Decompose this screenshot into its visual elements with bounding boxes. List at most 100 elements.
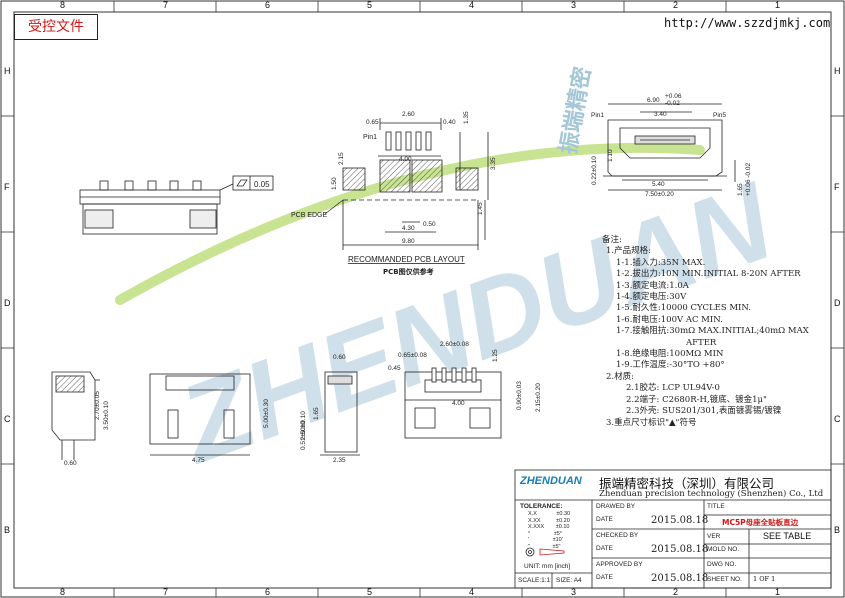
svg-text:7.50±0.20: 7.50±0.20 — [645, 191, 674, 198]
pcb-layout — [342, 118, 489, 250]
front-view — [603, 103, 736, 191]
svg-text:0.65±0.08: 0.65±0.08 — [398, 352, 427, 359]
svg-text:4.00: 4.00 — [399, 156, 412, 163]
svg-text:2.60±0.08: 2.60±0.08 — [440, 341, 469, 348]
front-view-dims: 6.90+0.06-0.02 3.40 Pin1 Pin5 0.22±0.10 … — [591, 93, 752, 198]
flatness-value: 0.05 — [254, 180, 270, 189]
svg-text:+0.06 -0.02: +0.06 -0.02 — [745, 163, 752, 196]
svg-text:0.40: 0.40 — [443, 119, 456, 126]
side-view-bottom — [51, 371, 100, 460]
svg-text:0.60: 0.60 — [64, 460, 77, 467]
ver-label: VER — [707, 533, 721, 540]
tolerance-table: X.X ±0.30 X.XX ±0.20 X.XXX ±0.10 ° ±5° '… — [528, 511, 571, 550]
title-label: TITLE — [707, 503, 725, 510]
side-profile-dims: 0.60 2.50±0.10 0.51±0.10 1.65 2.35 — [300, 354, 346, 464]
svg-text:2.70±0.05: 2.70±0.05 — [94, 391, 101, 420]
pcb-layout-note: PCB图仅供参考 — [383, 267, 434, 276]
projection-symbol — [525, 547, 565, 557]
inner-border — [13, 11, 832, 589]
svg-text:2.15±0.20: 2.15±0.20 — [535, 383, 542, 412]
bottom-view-dims: 2.60±0.08 0.65±0.08 1.25 0.45 4.00 0.90±… — [388, 341, 542, 412]
svg-text:Pin1: Pin1 — [591, 112, 604, 119]
svg-text:4.00: 4.00 — [452, 400, 465, 407]
scale-label: SCALE:1:1 — [518, 577, 551, 584]
pcb-layout-title: RECOMMANDED PCB LAYOUT — [348, 255, 465, 264]
svg-text:0.22±0.10: 0.22±0.10 — [591, 156, 598, 185]
company-logo: ZHENDUAN — [520, 475, 582, 487]
approved-date-label: DATE — [596, 574, 613, 581]
column-labels-top: 8 7 6 5 4 3 2 1 — [60, 0, 781, 10]
company-name-cn: 振端精密科技（深圳）有限公司 — [599, 476, 775, 491]
svg-text:1.50: 1.50 — [331, 177, 338, 190]
website-url[interactable]: http://www.szzdjmkj.com — [664, 16, 831, 30]
svg-text:1.65: 1.65 — [313, 407, 320, 420]
svg-text:Pin5: Pin5 — [713, 112, 726, 119]
drawing-title: MC5P母座全贴板直边 — [722, 518, 799, 527]
drawn-date-label: DATE — [596, 516, 613, 523]
size-label: SIZE: A4 — [556, 577, 582, 584]
row-labels-right: H F D C B — [834, 66, 841, 535]
mold-label: MOLD NO. — [707, 546, 740, 553]
dwg-no-label: DWG NO. — [707, 561, 737, 568]
unit-label: UNIT: mm [inch] — [524, 563, 571, 570]
title-block-grid — [514, 469, 832, 589]
svg-text:0.45: 0.45 — [388, 365, 401, 372]
svg-text:3.35: 3.35 — [490, 157, 497, 170]
sheet-no-label: SHEET NO. — [707, 576, 742, 583]
checked-date-label: DATE — [596, 545, 613, 552]
approved-date: 2015.08.18 — [651, 573, 709, 584]
svg-text:4.30: 4.30 — [402, 225, 415, 232]
svg-text:6.90: 6.90 — [647, 97, 660, 104]
column-labels-bottom: 8 7 6 5 4 3 2 1 — [60, 587, 781, 597]
svg-text:4.75: 4.75 — [192, 457, 205, 464]
svg-text:0.50: 0.50 — [423, 221, 436, 228]
notes-title: 备注: — [602, 235, 622, 245]
svg-text:2.35: 2.35 — [333, 457, 346, 464]
svg-text:0.65: 0.65 — [366, 119, 379, 126]
watermark-cn: 振端精密 — [555, 65, 596, 156]
side-profile — [320, 371, 360, 456]
drawn-by-label: DRAWED BY — [596, 503, 636, 510]
mold-no: SEE TABLE — [763, 531, 812, 541]
checked-by-label: CHECKED BY — [596, 532, 639, 539]
svg-text:-0.02: -0.02 — [665, 100, 680, 107]
sheet-no: 1 OF 1 — [753, 575, 776, 583]
flatness-callout — [219, 175, 274, 191]
pcb-layout-dims: 2.60 0.65 0.40 1.35 4.00 1.50 2.15 3.35 … — [331, 111, 497, 245]
svg-text:+0.06: +0.06 — [665, 93, 682, 100]
svg-text:9.80: 9.80 — [402, 238, 415, 245]
bottom-view — [404, 367, 502, 439]
pin1-label-layout: Pin1 — [363, 134, 377, 141]
svg-text:0.60: 0.60 — [333, 354, 346, 361]
svg-text:5.00±0.30: 5.00±0.30 — [263, 399, 270, 428]
svg-text:1.45: 1.45 — [477, 202, 484, 215]
svg-text:1.65: 1.65 — [737, 183, 744, 196]
tolerance-label: TOLERANCE: — [520, 503, 563, 510]
side-view-top — [79, 180, 221, 235]
spec-notes: 备注: 1.产品规格: 1-1.插入力:35N MAX. 1-2.拔出力:10N… — [602, 235, 832, 429]
pcb-edge-label: PCB EDGE — [291, 212, 328, 219]
checked-date: 2015.08.18 — [651, 544, 709, 555]
side-view-dims: 0.60 3.50±0.10 2.70±0.05 — [64, 391, 110, 467]
drawn-date: 2015.08.18 — [651, 515, 709, 526]
svg-text:3.40: 3.40 — [654, 111, 667, 118]
company-name-en: Zhenduan precision technology (Shenzhen)… — [599, 489, 824, 499]
controlled-document-stamp: 受控文件 — [14, 14, 98, 40]
svg-text:2.15: 2.15 — [338, 152, 345, 165]
approved-by-label: APPROVED BY — [596, 561, 643, 568]
row-labels-left: H F D C B — [4, 66, 11, 535]
svg-text:3.50±0.10: 3.50±0.10 — [103, 401, 110, 430]
svg-text:1.25: 1.25 — [492, 349, 499, 362]
svg-text:0.51±0.10: 0.51±0.10 — [300, 421, 307, 450]
svg-text:2.60: 2.60 — [402, 111, 415, 118]
svg-text:1.35: 1.35 — [463, 111, 470, 124]
svg-text:5.40: 5.40 — [652, 181, 665, 188]
svg-text:0.90±0.03: 0.90±0.03 — [516, 381, 523, 410]
svg-text:1.10: 1.10 — [607, 149, 614, 162]
svg-text:2.50±0.10: 2.50±0.10 — [300, 411, 307, 440]
top-view-dims: 4.75 5.00±0.30 — [192, 399, 270, 464]
